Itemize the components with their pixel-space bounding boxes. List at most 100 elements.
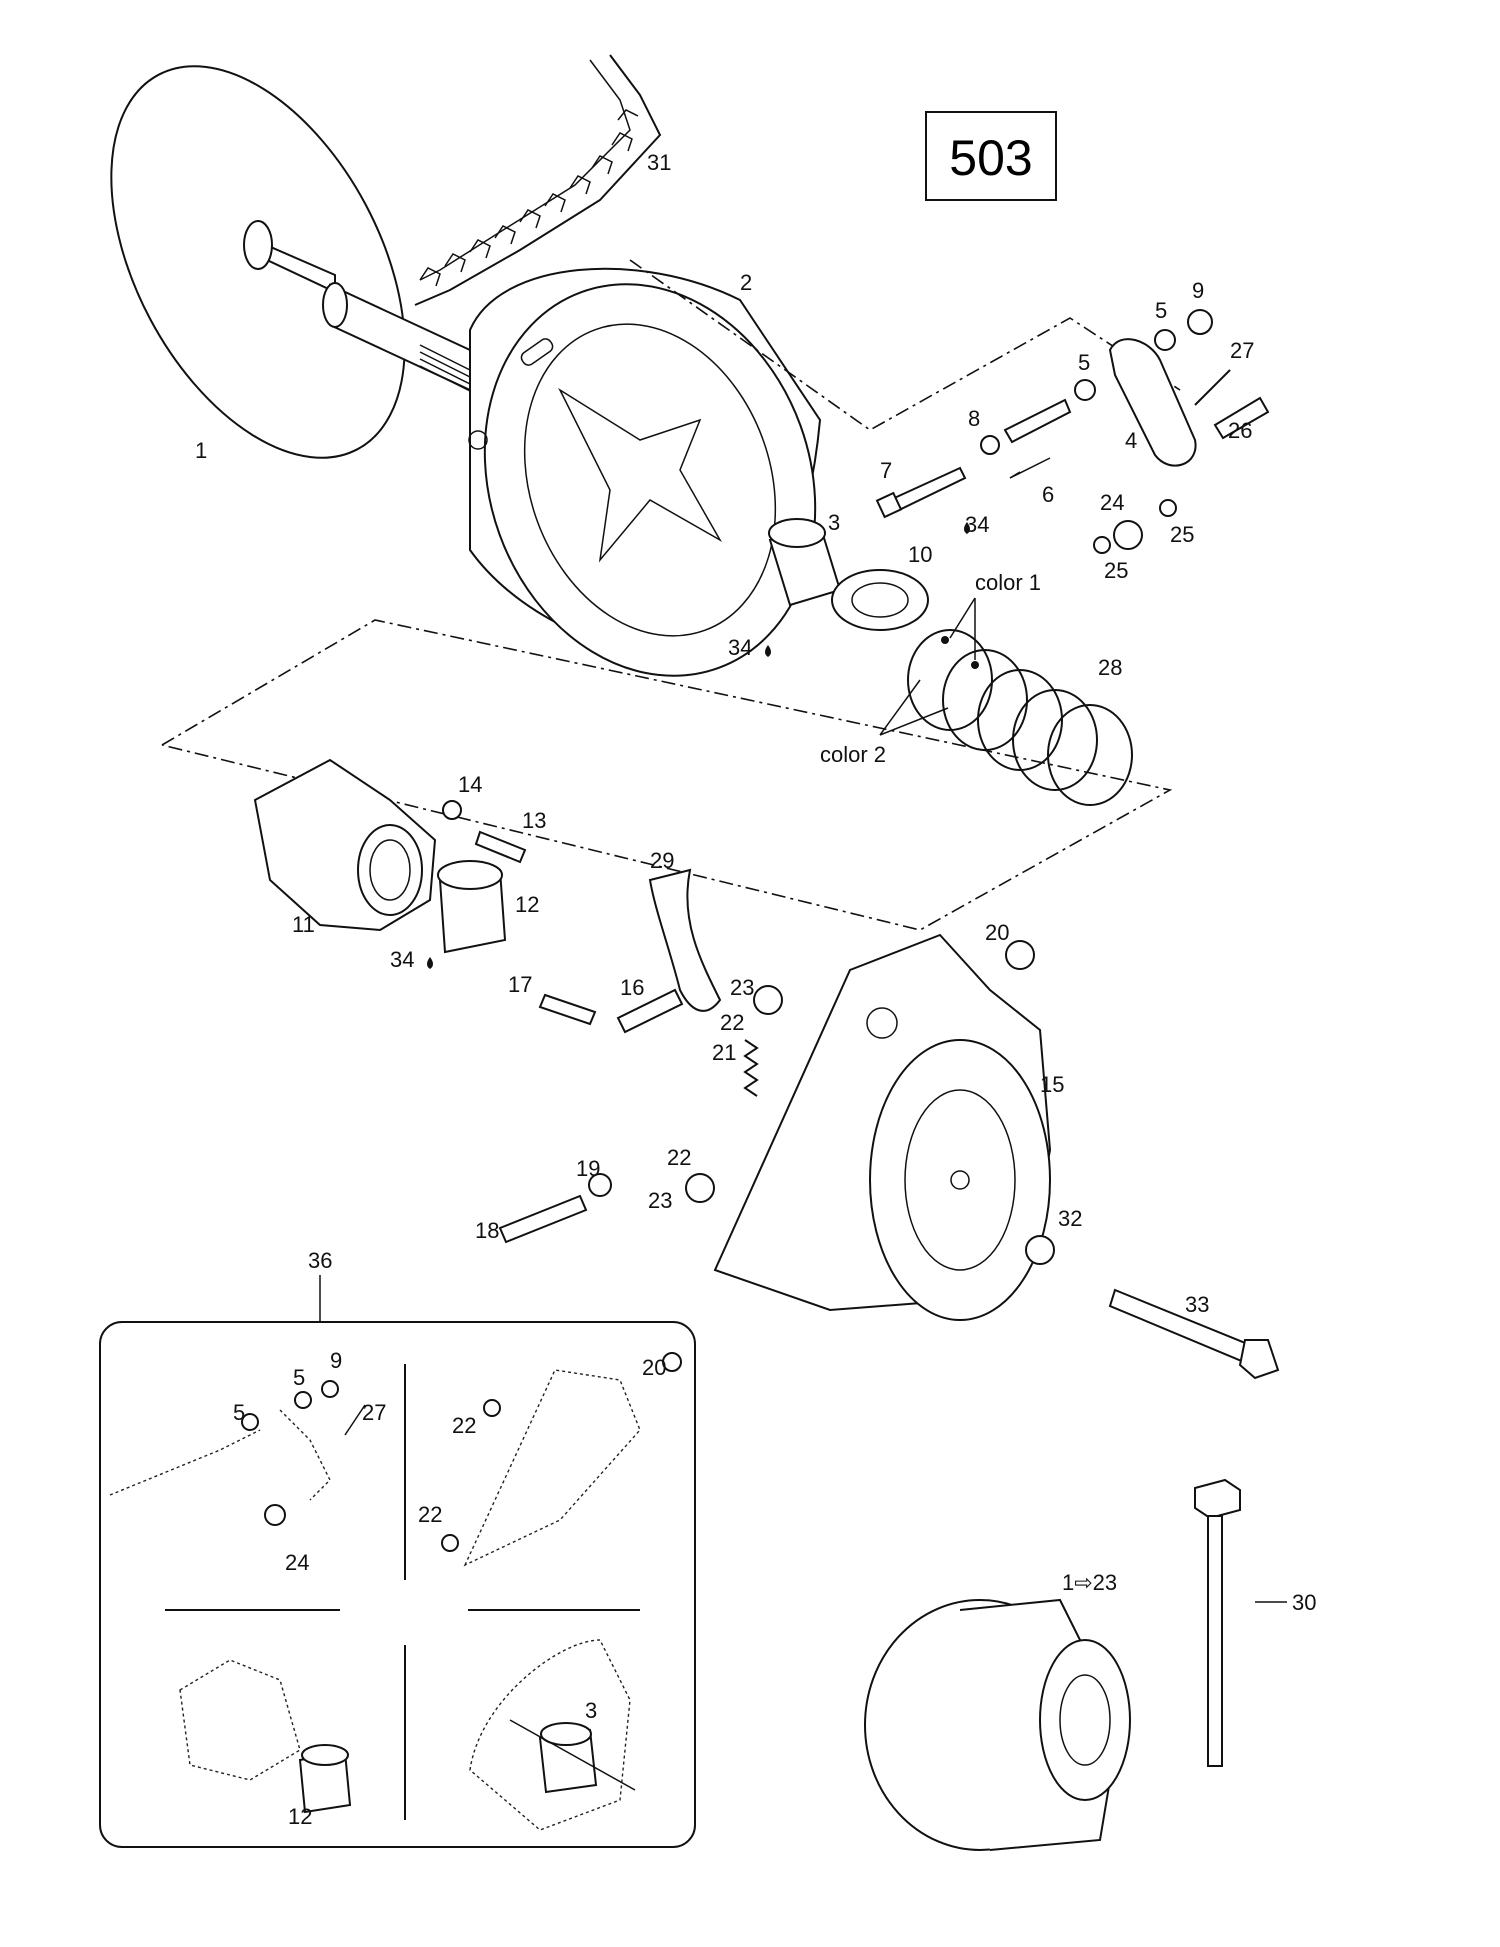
inset-label-12: 12: [288, 1804, 312, 1829]
part-27-cotter: [1194, 369, 1231, 406]
label-1-to-23: 1⇨23: [1062, 1570, 1117, 1595]
inset-label-3: 3: [585, 1698, 597, 1723]
label-10: 10: [908, 542, 932, 567]
label-36: 36: [308, 1248, 332, 1273]
label-4: 4: [1125, 428, 1137, 453]
part-11-cam: [253, 758, 437, 932]
label-6: 6: [1042, 482, 1054, 507]
part-9-nut: [1187, 309, 1213, 335]
part-7-screw: [875, 466, 967, 519]
assembly-frame-lower: [161, 619, 1173, 931]
part-5-spacer-upper: [1154, 329, 1176, 351]
part-29-weight: [648, 868, 722, 1012]
label-12: 12: [515, 892, 539, 917]
part-15-spider: [713, 933, 1052, 1321]
part-12-bushing: [437, 860, 507, 954]
inset-cam-view: [179, 1659, 352, 1814]
label-26: 26: [1228, 418, 1252, 443]
part-20-washer: [1005, 940, 1035, 970]
label-21: 21: [712, 1040, 736, 1065]
callout-labels: 1 2 3 4 5 5 6 7 8 9 10 11 12 13 14 15 16…: [195, 150, 1316, 1615]
part-21-spring: [743, 1039, 759, 1097]
inset-label-5-lower: 5: [233, 1400, 245, 1425]
label-23-upper: 23: [730, 975, 754, 1000]
assembled-drive-pulley: [864, 1598, 1131, 1851]
grease-drop-icon-upper: [964, 522, 970, 534]
label-22-upper: 22: [720, 1010, 744, 1035]
part-24-roller: [1113, 520, 1143, 550]
part-3-bushing: [768, 518, 842, 607]
label-15: 15: [1040, 1072, 1064, 1097]
part-17-screw: [538, 993, 597, 1026]
label-30: 30: [1292, 1590, 1316, 1615]
label-color-1: color 1: [975, 570, 1041, 595]
assembly-frame-upper: [629, 259, 1181, 431]
label-color-2: color 2: [820, 742, 886, 767]
diagram-number: 503: [949, 130, 1032, 186]
part-14-washer: [442, 800, 462, 820]
label-20: 20: [985, 920, 1009, 945]
part-5-spacer-lower: [1074, 379, 1096, 401]
label-18: 18: [475, 1218, 499, 1243]
label-5-upper: 5: [1155, 298, 1167, 323]
label-22-lower: 22: [667, 1145, 691, 1170]
label-34-middle: 34: [728, 635, 752, 660]
part-4-lever: [1108, 338, 1197, 467]
label-29: 29: [650, 848, 674, 873]
inset-label-22-lower: 22: [418, 1502, 442, 1527]
label-11: 11: [292, 912, 315, 937]
inset-label-9: 9: [330, 1348, 342, 1373]
part-23-roller-lower: [685, 1173, 715, 1203]
label-23-lower: 23: [648, 1188, 672, 1213]
part-1-fixed-sheave: [110, 65, 471, 459]
label-27: 27: [1230, 338, 1254, 363]
part-25-washer-right: [1159, 499, 1177, 517]
inset-labels: 9 5 5 27 24 20 22 22 12 3: [233, 1348, 666, 1829]
label-16: 16: [620, 975, 644, 1000]
inset-spider-view: [441, 1352, 682, 1567]
inset-sheave-view: [469, 1639, 636, 1831]
part-33-bolt: [1108, 1288, 1280, 1380]
inset-label-22-upper: 22: [452, 1413, 476, 1438]
part-10-spring-seat: [831, 569, 929, 631]
inset-label-24: 24: [285, 1550, 309, 1575]
label-7: 7: [880, 458, 892, 483]
part-6-pin: [1003, 398, 1072, 444]
label-13: 13: [522, 808, 546, 833]
label-32: 32: [1058, 1206, 1082, 1231]
label-14: 14: [458, 772, 482, 797]
diagram-number-box: 503: [925, 111, 1057, 201]
part-32-washer: [1025, 1235, 1055, 1265]
inset-label-27: 27: [362, 1400, 386, 1425]
inset-label-20: 20: [642, 1355, 666, 1380]
part-23-roller-upper: [753, 985, 783, 1015]
inset-label-5-upper: 5: [293, 1365, 305, 1390]
label-2: 2: [740, 270, 752, 295]
leader-lines: [879, 457, 1051, 736]
label-34-upper: 34: [965, 512, 989, 537]
label-19: 19: [576, 1156, 600, 1181]
label-17: 17: [508, 972, 532, 997]
part-18-shoulder-bolt: [498, 1194, 588, 1244]
label-25-right: 25: [1170, 522, 1194, 547]
label-28: 28: [1098, 655, 1122, 680]
part-2-movable-sheave: [468, 267, 822, 677]
label-9: 9: [1192, 278, 1204, 303]
label-24: 24: [1100, 490, 1124, 515]
label-1: 1: [195, 438, 207, 463]
part-28-spring: [907, 629, 1133, 806]
grease-drop-icon-lower: [427, 957, 433, 969]
part-13-screw: [474, 830, 527, 864]
part-25-washer-left: [1093, 536, 1111, 554]
grease-drop-icon-middle: [765, 645, 771, 657]
part-16-pin: [616, 988, 684, 1034]
part-8-washer: [980, 435, 1000, 455]
part-19-washer: [588, 1173, 612, 1197]
part-31-drive-belt: [414, 54, 662, 306]
part-30-long-bolt: [1194, 1478, 1241, 1767]
part-26-roller-pin: [1213, 396, 1270, 440]
label-34-lower: 34: [390, 947, 414, 972]
label-5-lower: 5: [1078, 350, 1090, 375]
inset-box: [99, 1275, 696, 1848]
